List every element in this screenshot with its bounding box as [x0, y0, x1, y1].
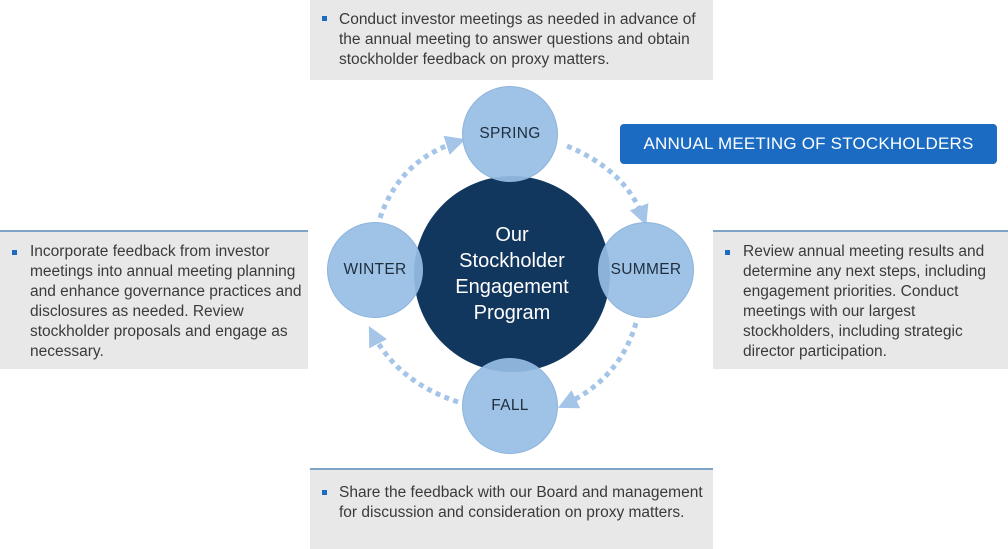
- arrow-fall-to-winter: [368, 326, 459, 405]
- fall-description-box: Share the feedback with our Board and ma…: [310, 468, 713, 549]
- season-winter-label: WINTER: [343, 261, 407, 278]
- bullet-icon: [12, 250, 17, 255]
- arrow-spring-to-summer: [566, 143, 649, 226]
- summer-description-text: Review annual meeting results and determ…: [743, 243, 986, 360]
- season-spring-label: SPRING: [479, 125, 541, 142]
- season-spring-circle: SPRING: [462, 86, 558, 182]
- annual-meeting-banner: ANNUAL MEETING OF STOCKHOLDERS: [620, 124, 997, 164]
- center-line-1: Our: [495, 224, 529, 246]
- summer-description-box: Review annual meeting results and determ…: [713, 230, 1008, 369]
- season-fall-circle: FALL: [462, 358, 558, 454]
- center-line-3: Engagement: [455, 276, 569, 298]
- center-circle: [414, 176, 610, 372]
- season-fall-label: FALL: [491, 397, 529, 414]
- season-summer-circle: SUMMER: [598, 222, 694, 318]
- bullet-icon: [725, 250, 730, 255]
- spring-description-box: Conduct investor meetings as needed in a…: [310, 0, 713, 80]
- bullet-icon: [322, 16, 327, 21]
- center-line-4: Program: [473, 302, 551, 324]
- fall-description-text: Share the feedback with our Board and ma…: [339, 484, 703, 521]
- center-line-2: Stockholder: [459, 250, 565, 272]
- center-program-title: Our Stockholder Engagement Program: [414, 176, 610, 372]
- spring-description-text: Conduct investor meetings as needed in a…: [339, 11, 696, 68]
- bullet-icon: [322, 490, 327, 495]
- season-winter-circle: WINTER: [327, 222, 423, 318]
- arrow-winter-to-spring: [377, 135, 466, 219]
- winter-description-text: Incorporate feedback from investor meeti…: [30, 243, 302, 360]
- season-summer-label: SUMMER: [610, 261, 682, 278]
- arrow-summer-to-fall: [557, 322, 639, 409]
- winter-description-box: Incorporate feedback from investor meeti…: [0, 230, 308, 369]
